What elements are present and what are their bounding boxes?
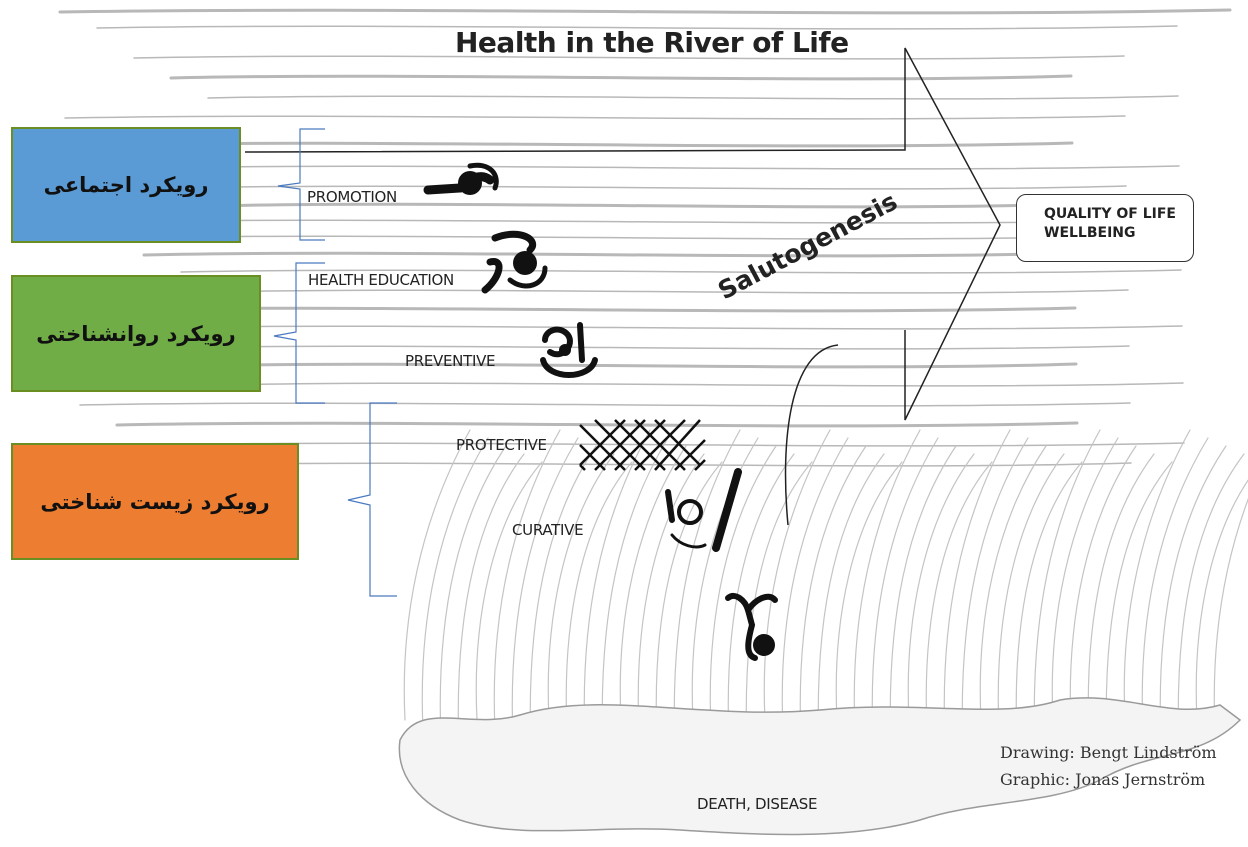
river-stroke [211,202,1075,209]
level-death-disease: DEATH, DISEASE [697,795,818,813]
level-health-education: HEALTH EDUCATION [308,271,454,289]
waterfall-stroke [619,445,687,721]
river-stroke [64,115,1126,120]
waterfall-stroke [709,445,777,731]
big-arrow [244,47,1001,421]
waterfall-stroke [1213,497,1248,731]
falling-person-icon [725,592,778,661]
waterfall-stroke [637,453,705,731]
river-stroke [180,269,1182,274]
waterfall-stroke [745,461,813,751]
level-protective: PROTECTIVE [456,436,547,454]
waterfall-stroke [835,461,903,721]
waterfall-stroke [601,437,669,751]
waterfall-stroke [853,429,921,731]
waterfall-stroke [907,453,975,721]
brace-social [277,128,325,241]
waterfall-stroke [943,429,1011,741]
swimmer-curative-icon [665,468,742,552]
waterfall-stroke [1141,437,1209,731]
swimmer-preventive-icon [540,322,598,378]
waterfall-stroke [1051,437,1119,721]
waterfall-stroke [1159,445,1227,741]
level-promotion: PROMOTION [307,188,397,206]
river-stroke [58,8,1232,15]
river-stroke [111,325,1183,330]
waterfall-stroke [439,445,507,741]
waterfall-stroke [799,445,867,741]
river-stroke [207,95,1179,100]
brace-psychological [273,262,325,404]
river-stroke [115,421,1079,428]
quality-of-life-label: QUALITY OF LIFE [1044,206,1176,222]
waterfall-stroke [1087,453,1155,741]
river-stroke [184,362,1078,369]
approach-social-label: رویکرد اجتماعی [43,173,209,197]
waterfall-stroke [727,453,795,741]
approach-psychological-label: رویکرد روانشناختی [36,321,236,346]
credit-graphic: Graphic: Jonas Jernström [1000,770,1206,789]
waterfall-stroke [655,461,723,741]
credit-drawing: Drawing: Bengt Lindström [1000,743,1217,762]
waterfall-strokes [403,429,1248,751]
river-stroke [217,289,1129,294]
waterfall-stroke [1069,445,1137,731]
river-stroke [169,74,1073,81]
waterfall-stroke [529,445,597,751]
waterfall-stroke [403,429,471,721]
waterfall-stroke [1195,479,1248,721]
waterfall-stroke [1123,429,1191,721]
approach-psychological-box: رویکرد روانشناختی [11,275,261,392]
river-stroke [148,345,1130,350]
river-stroke [153,442,1185,447]
waterfall-stroke [475,461,543,721]
waterfall-basin-outline [398,697,1242,836]
swimmer-promotion-icon [423,162,499,195]
diagram-title: Health in the River of Life [455,26,849,59]
waterfall-stroke [547,453,615,721]
waterfall-stroke [961,437,1029,751]
protective-net-icon [579,419,706,471]
waterfall-stroke [781,437,849,731]
waterfall-stroke [691,437,759,721]
waterfall-stroke [871,437,939,741]
waterfall-stroke [457,453,525,751]
waterfall-stroke [925,461,993,731]
quality-of-life-box: QUALITY OF LIFE WELLBEING [1016,194,1194,262]
level-curative: CURATIVE [512,521,584,539]
river-stroke [222,382,1184,387]
waterfall-stroke [889,445,957,751]
waterfall-stroke [421,437,489,731]
waterfall-stroke [1033,429,1101,751]
approach-social-box: رویکرد اجتماعی [11,127,241,243]
waterfall-stroke [511,437,579,741]
approach-biological-box: رویکرد زیست شناختی [11,443,299,560]
river-stroke [106,235,1128,240]
level-preventive: PREVENTIVE [405,352,496,370]
waterfall-stroke [997,453,1065,731]
river-stroke [96,25,1178,30]
river-stroke [138,165,1180,170]
waterfall-stroke [817,453,885,751]
river-stroke [175,185,1127,190]
salutogenesis-curve [784,344,839,526]
waterfall-stroke [979,445,1047,721]
river-stroke [100,141,1074,148]
swimmer-education-icon [481,230,548,294]
waterfall-stroke [763,429,831,721]
river-stroke [79,402,1131,407]
waterfall-stroke [583,429,651,741]
waterfall-stroke [1015,461,1083,741]
approach-biological-label: رویکرد زیست شناختی [40,489,270,514]
waterfall-stroke [1177,453,1245,751]
wellbeing-label: WELLBEING [1044,225,1136,241]
brace-biological [347,402,397,597]
river-stroke [142,251,1076,258]
waterfall-stroke [673,429,741,751]
waterfall-stroke [565,461,633,731]
river-stroke [133,55,1125,60]
waterfall-stroke [493,429,561,731]
